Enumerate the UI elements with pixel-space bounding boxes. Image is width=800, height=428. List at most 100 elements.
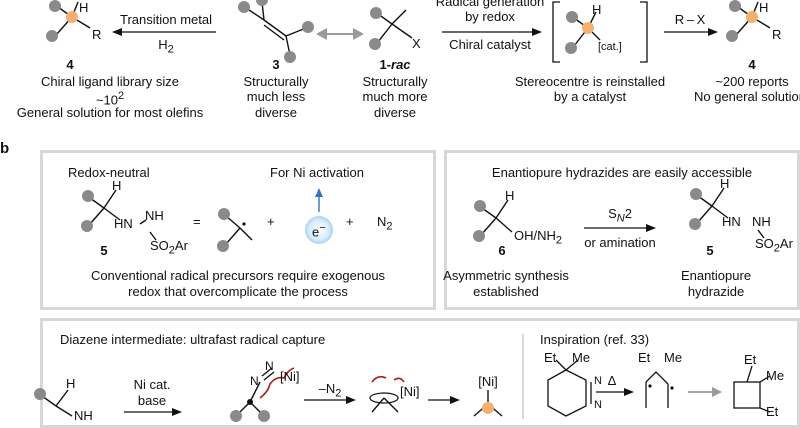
diazene-n-label: N [250,374,259,388]
et-label-4: Et [766,404,779,419]
molecule-5-left [81,189,157,241]
n-label-bottom: N [594,399,602,411]
nh2-subscript: 2 [555,234,563,247]
nh-partial-label: NH [74,408,93,423]
compound-4-left-number: 4 [66,57,74,72]
catalyst-label: [cat.] [598,41,622,53]
enantiopure-line2: hydrazide [687,284,745,299]
sn2-subscript: N [616,212,625,225]
minus-n2-label: –N2 [318,381,342,400]
so2ar-label-right: SO2Ar [755,236,793,255]
electron-bubble [305,216,333,244]
reports-line1: ~200 reports [715,74,789,89]
diazene-n-label-2: N [265,359,274,373]
r-x-label: R – X [674,12,706,27]
electron-charge: − [319,222,326,234]
n2-subscript: 2 [386,220,393,233]
compound-6-number: 6 [498,243,506,258]
h2-label: H2 [158,37,174,56]
library-size-line2: ~102 [95,90,125,108]
arrow-capture [428,396,460,404]
panel-enantiopure [444,150,800,310]
nh-label-right: NH [752,214,771,229]
molecule-cyclic-diazene [547,359,592,417]
molecule-1-rac [369,7,413,50]
molecule-radical-ni [369,375,405,413]
nh-label-left: NH [145,208,164,223]
ni-label-radical: [Ni] [400,384,420,399]
bracket-intermediate [552,1,648,63]
electron-label: e− [312,222,326,240]
ni-activation-label: For Ni activation [270,165,364,180]
base-label: base [137,393,167,408]
panel-c-graphics [34,334,771,422]
so2ar-label-left: SO2Ar [150,238,188,257]
compound-4-right-number: 4 [748,57,756,72]
compound-1-rac-italic: rac [391,57,411,72]
panel-a-graphics [46,0,771,63]
label-r-4-left: R [92,27,102,42]
molecule-4-right [726,0,771,42]
label-h-c: H [66,376,76,391]
reports-line2: No general solution [693,89,800,104]
conventional-line1: Conventional radical precursors require … [90,268,386,283]
arrow-ni-cat [124,408,182,416]
enantiopure-title: Enantiopure hydrazides are easily access… [491,165,753,180]
label-h-5-left: H [112,178,122,193]
molecule-5-right [689,187,765,239]
minus-n2-subscript: 2 [335,387,342,400]
arrow-delta [596,388,634,396]
plus-sign-1: + [267,214,275,229]
less-diverse-line3: diverse [255,105,297,120]
oh-nh2-label: OH/NH2 [514,228,563,247]
label-h-intermediate: H [592,2,602,17]
compound-1-rac-number: 1-rac [379,57,411,72]
molecule-diradical [645,371,674,408]
less-diverse-line1: Structurally [243,74,309,89]
label-x-1rac: X [412,36,421,51]
h2-subscript: 2 [167,43,174,56]
n-label-top: N [594,375,602,387]
molecule-radical-b [217,208,253,252]
conventional-line2: redox that overcomplicate the process [128,284,348,299]
delta-label: Δ [607,373,617,388]
et-label-1: Et [544,350,557,365]
or-amination-label: or amination [584,235,656,250]
ni-label-product: [Ni] [478,374,498,389]
asymmetric-line1: Asymmetric synthesis [443,268,569,283]
arrow-double-grey [316,28,364,40]
et-label-3: Et [744,352,757,367]
radical-generation-line2: by redox [465,9,515,24]
compound-5-right-number: 5 [706,243,714,258]
radical-generation-line1: Radical generation [435,0,545,9]
molecule-cyclobutane [733,365,771,413]
molecule-4-left [46,0,91,42]
panel-b-graphics [81,187,765,252]
arrow-cyclization [688,387,722,397]
inspiration-label: Inspiration (ref. 33) [540,332,650,347]
enantiopure-line1: Enantiopure [680,268,752,283]
arrow-ni-activation [315,188,323,212]
compound-3-number: 3 [272,57,280,72]
chiral-catalyst-label: Chiral catalyst [449,37,531,52]
arrow-sn2 [584,224,656,232]
molecule-ni-product [473,390,503,417]
stereocentre-line2: by a catalyst [553,89,627,104]
more-diverse-line3: diverse [374,105,416,120]
library-size-exponent: 2 [117,90,125,102]
so2-subscript-left: 2 [168,244,175,257]
label-h-4-right: H [759,0,769,15]
diazene-title: Diazene intermediate: ultrafast radical … [60,332,326,347]
more-diverse-line2: much more [362,89,428,104]
molecule-6 [473,199,513,242]
redox-neutral-title: Redox-neutral [68,165,150,180]
label-h-4-left: H [79,0,89,15]
molecule-5-partial [34,388,73,417]
asymmetric-line2: established [473,284,539,299]
arrow-radical-generation [442,28,542,36]
library-size-line1: Chiral ligand library size [41,74,179,89]
me-label-2: Me [664,350,683,365]
hn-label-left: HN [114,216,133,231]
sn2-label: SN2 [608,206,632,225]
me-label-3: Me [766,368,785,383]
